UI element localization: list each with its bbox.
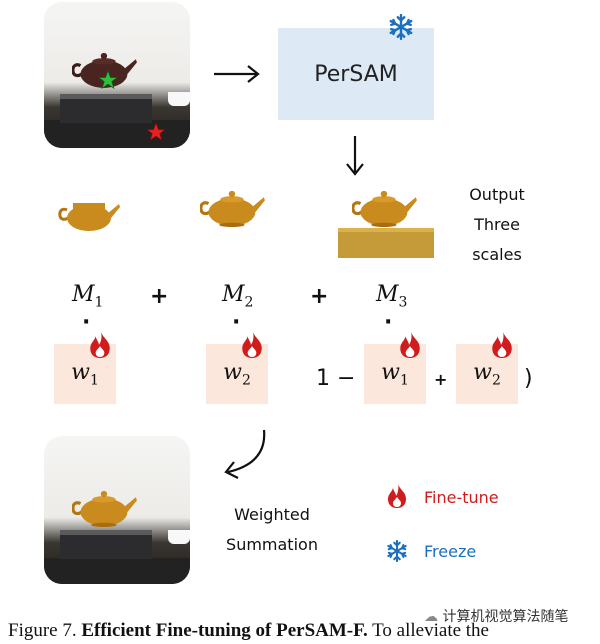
output-image bbox=[44, 436, 190, 584]
weight-w2-box: w2 bbox=[206, 344, 268, 404]
wechat-icon: ☁ bbox=[424, 609, 438, 625]
figure-caption: Figure 7. Efficient Fine-tuning of PerSA… bbox=[8, 620, 489, 641]
legend-freeze-icon bbox=[387, 540, 407, 562]
mask-m2: M2 bbox=[222, 282, 254, 311]
plus-1: + bbox=[150, 284, 169, 309]
one-minus-label: 1 − ( bbox=[316, 366, 371, 391]
finetune-flame-icon-3 bbox=[400, 332, 420, 358]
persam-label: PerSAM bbox=[314, 61, 398, 87]
teapot-dark bbox=[72, 52, 137, 88]
right-arrow-icon bbox=[214, 65, 260, 83]
legend-finetune-label: Fine-tune bbox=[424, 488, 499, 507]
legend-flame-icon bbox=[388, 484, 406, 508]
finetune-flame-icon-1 bbox=[90, 332, 110, 358]
red-star-icon bbox=[146, 122, 166, 142]
weighted-summation-label: Weighted Summation bbox=[226, 505, 318, 554]
close-paren: ) bbox=[524, 366, 533, 391]
teapot-mask-scale-3 bbox=[338, 188, 434, 260]
curved-arrow-icon bbox=[224, 429, 266, 479]
mask-m1: M1 bbox=[72, 282, 104, 311]
watermark: ☁ 计算机视觉算法随笔 bbox=[424, 609, 569, 625]
finetune-flame-icon-4 bbox=[492, 332, 512, 358]
teapot-mask-scale-1 bbox=[58, 203, 120, 231]
input-image bbox=[44, 2, 190, 148]
legend-freeze-label: Freeze bbox=[424, 542, 477, 561]
dot-1: · bbox=[82, 310, 91, 335]
teapot-highlighted bbox=[72, 489, 138, 529]
finetune-flame-icon-2 bbox=[242, 332, 262, 358]
freeze-icon bbox=[389, 14, 413, 40]
green-star-icon bbox=[98, 70, 118, 90]
output-three-scales-label: Output Three scales bbox=[469, 185, 525, 264]
inner-plus: + bbox=[434, 370, 448, 389]
mask-m3: M3 bbox=[376, 282, 408, 311]
plus-2: + bbox=[310, 284, 329, 309]
down-arrow-icon bbox=[346, 136, 364, 176]
pedestal bbox=[60, 94, 152, 100]
teapot-mask-scale-2 bbox=[200, 189, 266, 229]
persam-box: PerSAM bbox=[278, 28, 434, 120]
dot-3: · bbox=[384, 310, 393, 335]
dot-2: · bbox=[232, 310, 241, 335]
